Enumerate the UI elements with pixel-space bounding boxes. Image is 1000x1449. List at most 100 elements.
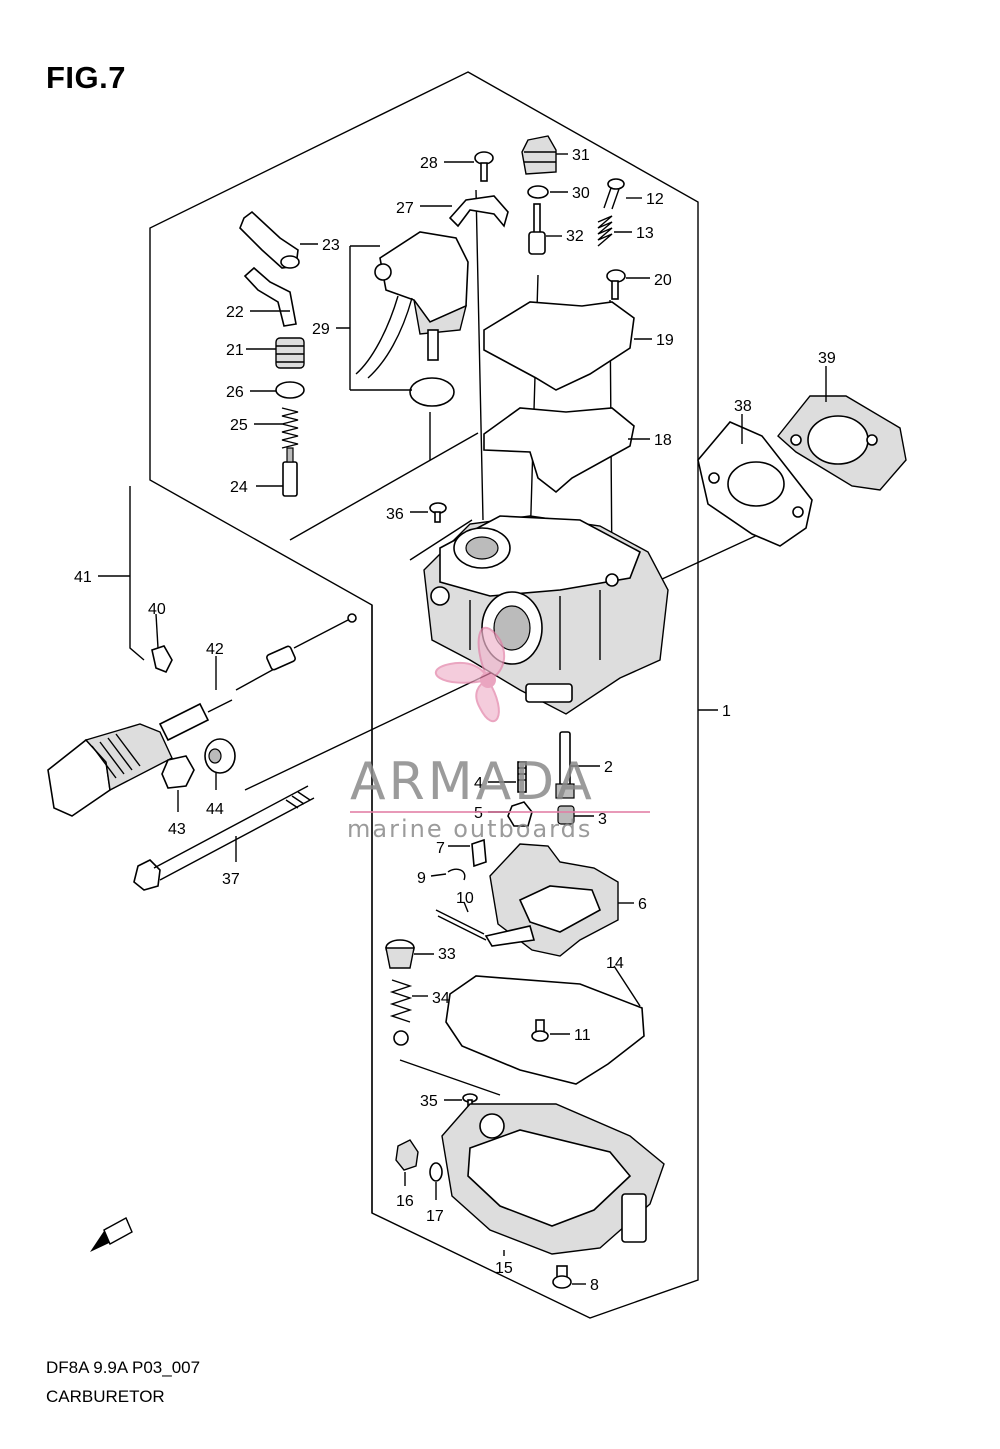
leader-line — [463, 901, 469, 913]
callout-number: 40 — [148, 601, 166, 618]
callout-number: 17 — [426, 1208, 444, 1225]
callout-number: 8 — [590, 1277, 599, 1294]
callout-number: 3 — [598, 811, 607, 828]
part-screw — [474, 151, 494, 182]
callout-number: 43 — [168, 821, 186, 838]
callout-number: 27 — [396, 200, 414, 217]
part-screw-7 — [552, 1265, 572, 1289]
figure-title: FIG.7 — [46, 60, 127, 95]
part-plug — [507, 801, 533, 827]
watermark-accent-line — [350, 811, 650, 813]
part-jet-tube — [555, 731, 575, 799]
callout-number: 16 — [396, 1193, 414, 1210]
part-needle-valve — [282, 447, 298, 497]
callout-number: 13 — [636, 225, 654, 242]
part-hex-nut — [161, 755, 195, 789]
callout-number: 32 — [566, 228, 584, 245]
callout-number: 4 — [474, 775, 483, 792]
callout-number: 26 — [226, 384, 244, 401]
leader-line — [613, 965, 641, 1007]
callout-number: 20 — [654, 272, 672, 289]
callout-number: 24 — [230, 479, 248, 496]
part-o-ring-2 — [527, 185, 549, 199]
part-solenoid-seal — [409, 377, 455, 407]
callout-number: 7 — [436, 840, 445, 857]
part-plunger — [528, 203, 546, 255]
model-code: DF8A 9.9A P03_007 — [46, 1358, 201, 1377]
callout-number: 11 — [574, 1027, 591, 1044]
watermark-brand: ARMADA — [350, 752, 595, 812]
part-insulator — [777, 395, 907, 491]
callout-number: 34 — [432, 990, 450, 1007]
part-check-ball — [393, 1030, 409, 1046]
callout-number: 39 — [818, 350, 836, 367]
part-elbow-tube-2 — [243, 266, 297, 327]
callout-number: 5 — [474, 805, 483, 822]
callout-number: 15 — [495, 1260, 513, 1277]
part-drain-plug — [385, 939, 415, 969]
callout-number: 21 — [226, 342, 244, 359]
part-washer — [429, 1162, 443, 1182]
callout-number: 10 — [456, 890, 474, 907]
callout-number: 38 — [734, 398, 752, 415]
part-cover-plate — [483, 301, 635, 391]
part-float-needle — [471, 838, 487, 868]
callout-number: 35 — [420, 1093, 438, 1110]
callout-number: 1 — [722, 703, 731, 720]
part-cap — [521, 135, 557, 175]
part-bowl-gasket — [445, 975, 645, 1085]
part-float-bowl — [441, 1103, 665, 1255]
part-float — [484, 843, 619, 957]
part-gasket — [483, 407, 635, 494]
part-pilot-jet — [517, 761, 527, 793]
part-spring-3 — [389, 979, 413, 1023]
callout-number: 31 — [572, 147, 590, 164]
callout-number: 6 — [638, 896, 647, 913]
part-choke-rod — [129, 486, 145, 661]
part-solenoid — [355, 231, 469, 379]
part-flange-gasket — [697, 421, 813, 547]
part-spring — [281, 407, 299, 449]
callout-number: 22 — [226, 304, 244, 321]
part-screw-4 — [429, 502, 447, 523]
part-float-pin — [435, 909, 487, 941]
leader-line — [336, 245, 412, 391]
callout-number: 33 — [438, 946, 456, 963]
fwd-arrow-icon — [90, 1217, 133, 1252]
part-screw-2 — [603, 178, 625, 210]
callout-number: 28 — [420, 155, 438, 172]
watermark-tagline: marine outboards — [347, 815, 593, 843]
callout-number: 9 — [417, 870, 426, 887]
part-bracket — [448, 195, 509, 228]
part-screw-5 — [531, 1019, 549, 1042]
callout-number: 37 — [222, 871, 240, 888]
callout-number: 44 — [206, 801, 224, 818]
part-rod-clip — [151, 645, 173, 674]
part-spring-2 — [597, 215, 613, 247]
part-collar — [204, 738, 236, 774]
propeller-icon — [435, 626, 506, 723]
diagram-title: CARBURETOR — [46, 1387, 165, 1406]
part-choke-knob — [47, 613, 357, 817]
callout-number: 42 — [206, 641, 224, 658]
leader-line — [430, 873, 447, 877]
part-elbow-tube — [239, 210, 300, 269]
part-o-ring — [275, 381, 305, 399]
sub-boundary-upper — [289, 432, 479, 541]
callout-number: 19 — [656, 332, 674, 349]
part-long-bolt — [133, 785, 315, 891]
callout-number: 23 — [322, 237, 340, 254]
part-main-jet — [557, 805, 575, 825]
part-fitting — [275, 337, 305, 369]
callout-number: 30 — [572, 185, 590, 202]
part-drain-screw — [395, 1139, 419, 1171]
part-screw-3 — [606, 269, 626, 300]
leader-line — [155, 613, 159, 649]
part-carburetor-body — [423, 515, 669, 715]
callout-number: 2 — [604, 759, 613, 776]
callout-number: 14 — [606, 955, 624, 972]
callout-number: 29 — [312, 321, 330, 338]
callout-number: 36 — [386, 506, 404, 523]
callout-number: 41 — [74, 569, 92, 586]
